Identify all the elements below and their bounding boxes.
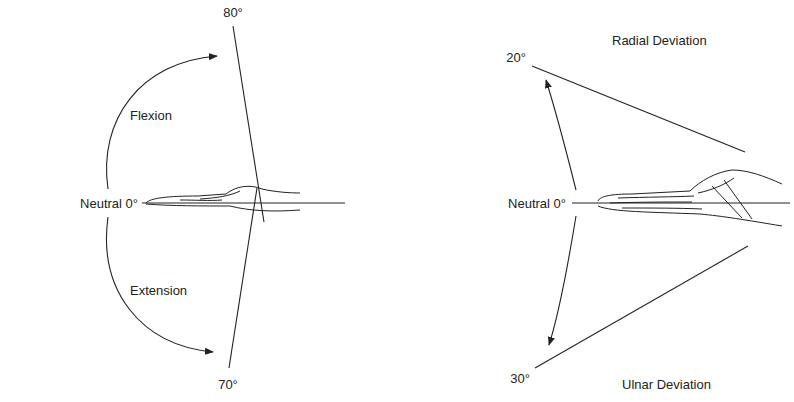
extension-limit-line [229,188,257,368]
angle-label: 20° [506,50,526,65]
hand-outline-bottom [146,204,300,211]
ulnar-limit-line [535,246,748,368]
angle-label: 70° [218,377,238,392]
finger-line [622,208,702,209]
wrist-crease [712,186,742,218]
extension-arc [107,217,213,352]
hand-outline-top [598,170,782,201]
neutral-axis [572,202,790,203]
hand-outline-bottom [598,206,782,226]
wrist-crease [724,180,752,219]
hand-side-view [146,186,300,211]
radial-limit-line [532,66,745,152]
neutral-axis [142,202,345,203]
motion-label: Flexion [130,108,172,123]
radial-arc [546,80,576,190]
thumb-line [698,178,734,193]
finger-line [618,196,694,198]
finger-line [610,202,692,203]
angle-label: 80° [223,5,243,20]
hand-outline-top [146,186,300,203]
ulnar-arc [549,216,576,345]
finger-line [180,200,222,201]
hand-top-view [598,170,782,226]
angle-label: 30° [510,371,530,386]
thumb-line [200,191,240,199]
motion-label: Radial Deviation [612,33,707,48]
motion-label: Ulnar Deviation [622,377,711,392]
motion-label: Extension [130,283,187,298]
flexion-arc [107,56,217,189]
neutral-label: Neutral 0° [508,196,566,211]
neutral-label: Neutral 0° [80,196,138,211]
